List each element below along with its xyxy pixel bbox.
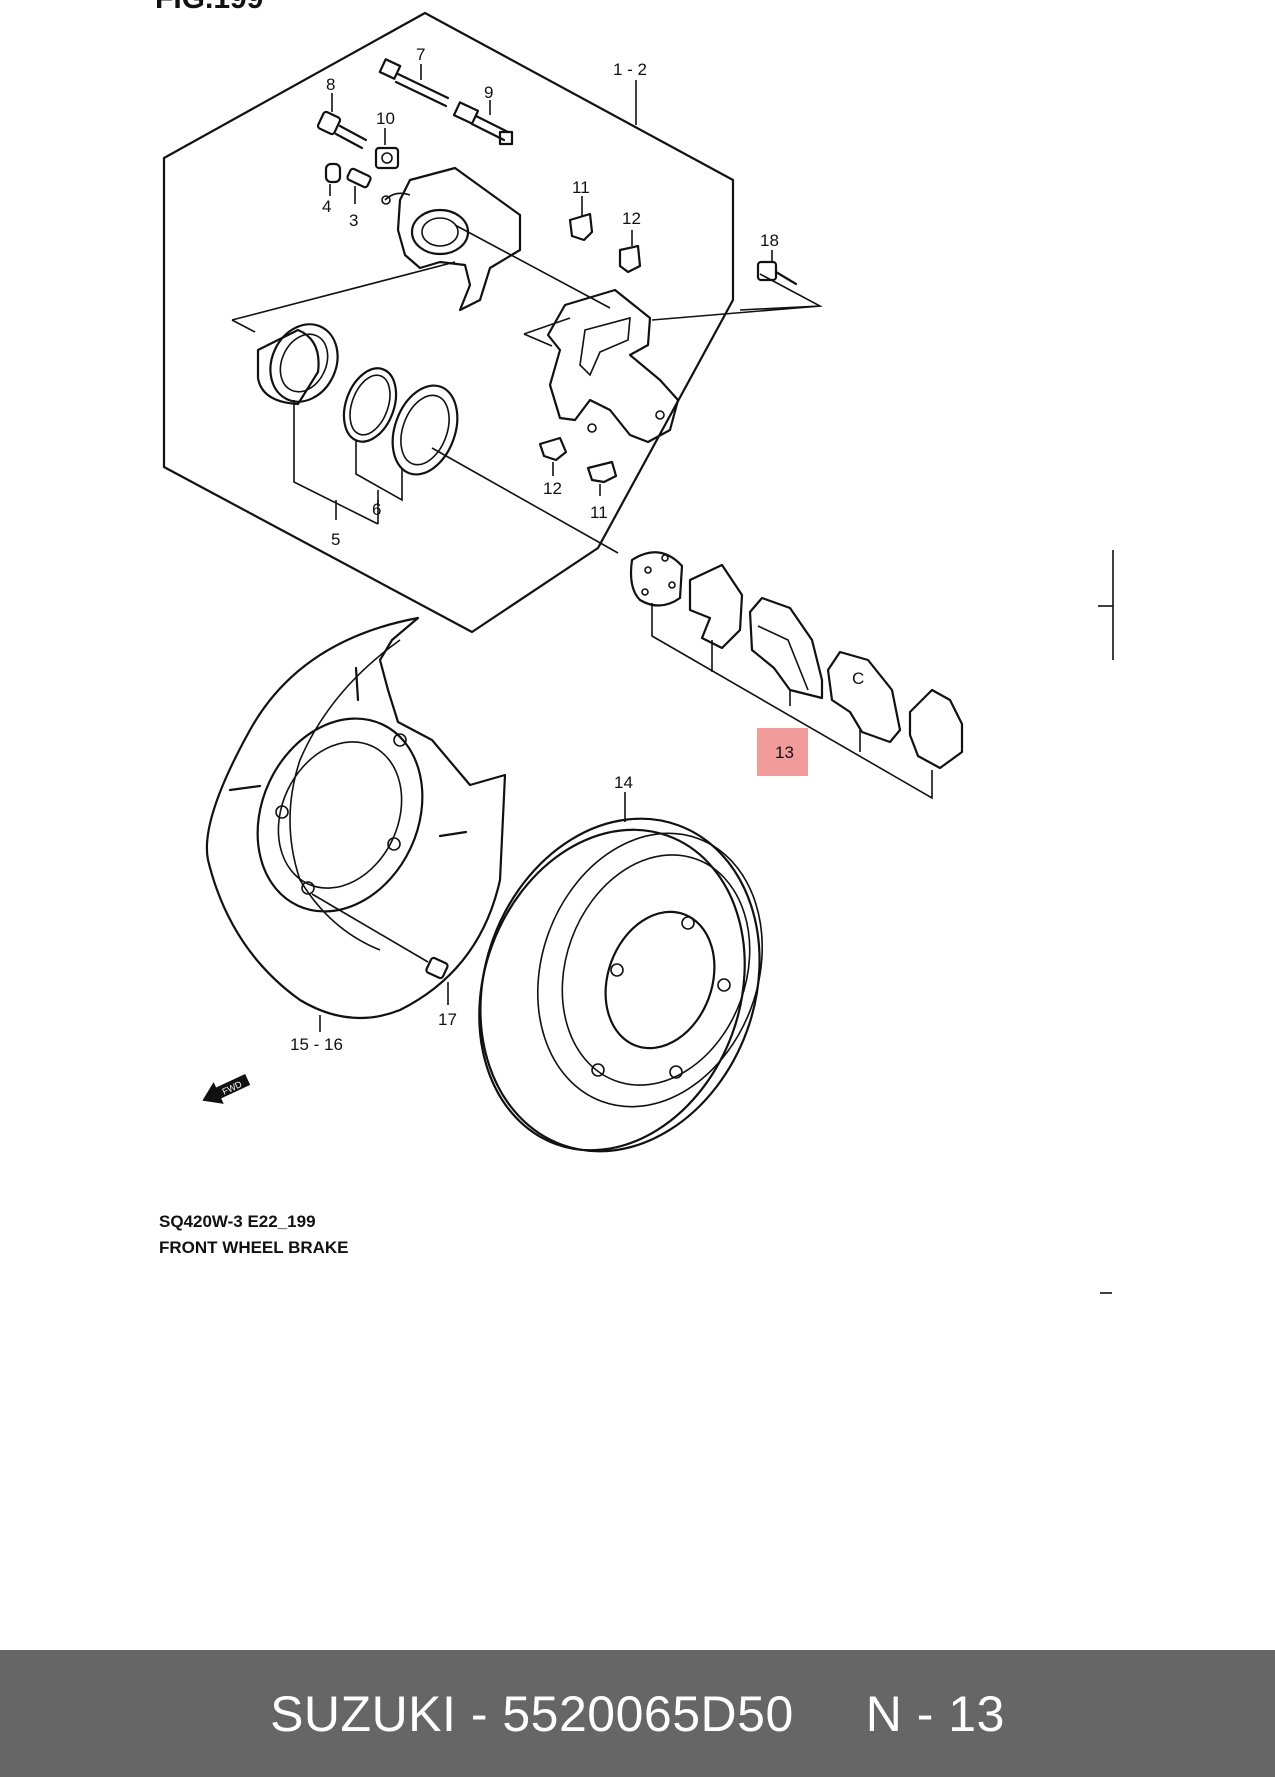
part-number: 5520065D50 xyxy=(502,1685,794,1742)
pad-clip-12-upper-icon xyxy=(618,230,642,274)
piston-5-icon xyxy=(256,323,339,406)
nut-10-icon xyxy=(374,128,400,170)
callout-5: 5 xyxy=(331,530,340,549)
callout-14: 14 xyxy=(614,773,633,792)
forward-arrow-icon: FWD xyxy=(202,1073,251,1104)
callout-17: 17 xyxy=(438,1010,457,1029)
brake-pad-inner-icon xyxy=(748,596,824,700)
footer-separator: - xyxy=(456,1685,503,1742)
parts-diagram: FIG.199 1 - 2 7 8 9 10 3 xyxy=(155,0,1114,1294)
pad-clip-11-upper-icon xyxy=(568,196,594,242)
pad-clip-11-lower-icon xyxy=(586,460,618,496)
callout-8: 8 xyxy=(326,75,335,94)
figure-title: FIG.199 xyxy=(155,0,263,15)
diagram-title: FRONT WHEEL BRAKE xyxy=(159,1238,349,1257)
callout-6: 6 xyxy=(372,500,381,519)
callout-11-upper: 11 xyxy=(572,178,590,197)
callout-10: 10 xyxy=(376,109,395,128)
bolt-7-icon xyxy=(378,58,450,108)
bolt-9-icon xyxy=(452,100,514,146)
bracket-bolt-18-icon xyxy=(756,250,798,286)
callout-12-lower: 12 xyxy=(543,479,562,498)
callout-9: 9 xyxy=(484,83,493,102)
dust-boot-icon xyxy=(391,384,459,476)
footer-bar: SUZUKI - 5520065D50 N - 13 xyxy=(0,1650,1275,1777)
caliper-assembly-outline xyxy=(162,11,735,634)
caliper-bracket-icon xyxy=(546,288,680,444)
dust-shield-icon xyxy=(205,616,507,1032)
brake-pad-outer-icon: C xyxy=(826,650,902,744)
bolt-8-icon xyxy=(316,93,368,150)
callout-12-upper: 12 xyxy=(622,209,641,228)
diagram-code: SQ420W-3 E22_199 xyxy=(159,1212,316,1231)
shim-icon xyxy=(629,551,684,607)
callout-11-lower: 11 xyxy=(590,503,608,522)
highlight-13 xyxy=(757,728,808,776)
cap-4-icon xyxy=(324,162,342,196)
item-label: N - 13 xyxy=(865,1685,1005,1742)
bleeder-screw-3-icon xyxy=(346,167,372,204)
callout-18: 18 xyxy=(760,231,779,250)
shield-bolt-17-icon xyxy=(311,893,449,1005)
brand-name: SUZUKI xyxy=(270,1685,457,1742)
callout-4: 4 xyxy=(322,197,331,216)
piston-seal-6-icon xyxy=(342,367,398,443)
anti-squeal-plate-icon xyxy=(688,563,744,650)
footer-text: SUZUKI - 5520065D50 N - 13 xyxy=(270,1685,1005,1743)
caliper-body-icon xyxy=(381,166,522,312)
svg-text:C: C xyxy=(852,669,864,688)
brake-disc-14-icon xyxy=(478,792,764,1153)
pad-clip-12-lower-icon xyxy=(538,436,568,476)
callout-1-2: 1 - 2 xyxy=(613,60,647,79)
callout-15-16: 15 - 16 xyxy=(290,1035,343,1054)
callout-7: 7 xyxy=(416,45,425,64)
outer-shim-icon xyxy=(908,688,964,770)
callout-13: 13 xyxy=(775,743,794,762)
callout-3: 3 xyxy=(349,211,358,230)
